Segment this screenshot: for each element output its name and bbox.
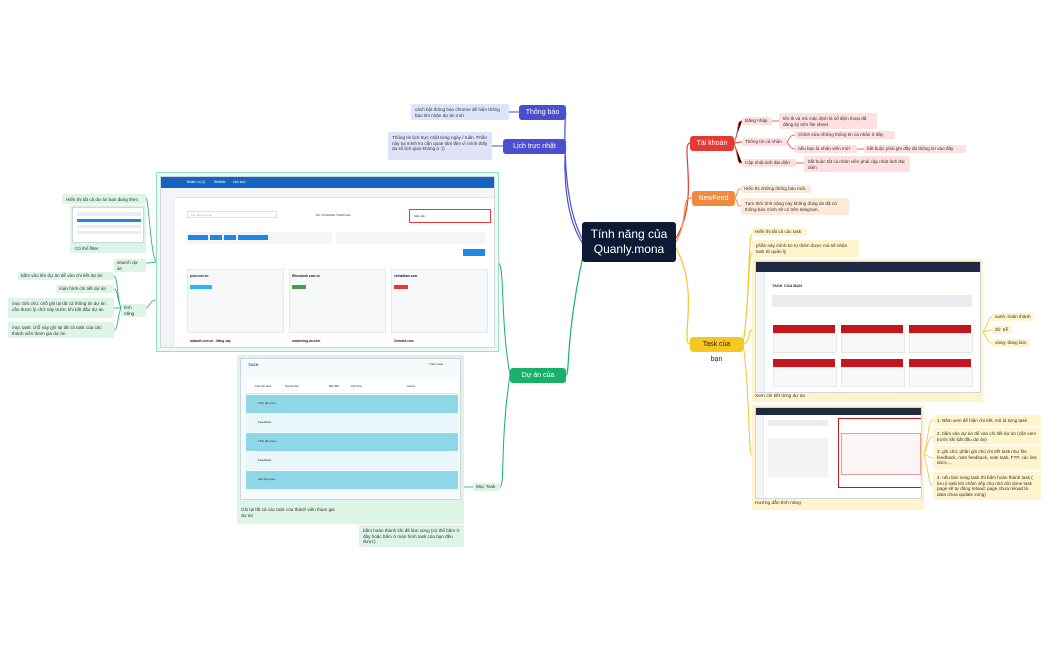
projects-filter-label[interactable]: Sắp xếp [414,214,426,218]
dang-nhap-note: tên tk và mk mặc định là số điện thoại đ… [779,113,877,129]
th-end: Kết thúc [351,384,363,388]
step-2: 2. bấm vào dự án để vào chi tiết dự án (… [933,428,1041,444]
task-table-caption: Ghi lại tất cả các task của thành viên t… [241,507,335,518]
project-card-5-title[interactable]: masterimg-da.com [292,339,321,343]
project-card-2-title[interactable]: Ribonbarb.com.vn [292,274,320,278]
task-row-1[interactable]: Tính dữ mơn... [258,401,278,405]
project-card-3-title[interactable]: vinhadtam.com [394,274,418,278]
thong-bao-note: cách bật thông báo chrome để hiện thông … [411,104,509,120]
thong-tin-note-1: Chỉnh sửa những thông tin cá nhân ở đây [795,131,895,139]
add-task-button[interactable]: Thêm task [429,362,444,366]
project-card-6-title[interactable]: Zmmeld.com [394,339,414,343]
thong-tin-note-2: nếu bạn là nhân viên mới [795,145,857,153]
central-topic[interactable]: Tính năng của Quanly.mona [582,222,676,262]
branch-newfeed[interactable]: NewFeed [692,191,735,206]
muc-task-label: Mục Task [473,483,500,491]
projects-nav-3[interactable]: Lịch trực [233,180,246,184]
status-red: đỏ: trễ [992,326,1012,334]
project-card-1-title[interactable]: pssl.com.vn [190,274,209,278]
task-list-title: TASK CỦA BẠN [772,283,802,288]
project-card-4-title[interactable]: adasoft.com.vn - Nâng cấp [190,339,231,343]
branch-du-an[interactable]: Dự án của bạn [510,368,566,394]
projects-nav-2[interactable]: Website [214,180,226,184]
task-table-screenshot: TASK Thêm task Tiêu đề task Người làm Bắ… [240,358,461,500]
feature-2: màn hình chi tiết dự án [56,285,114,293]
search-du-an-label: search dự án [114,259,146,273]
task-complete-note: bấm hoàn thành khi đã làm xong (có thể b… [359,525,464,547]
feature-3: mục Ghi chú: chỗ ghi lại tất cả thông ti… [8,298,114,318]
dang-nhap-label: Đăng nhập [742,117,772,125]
task-note-1: Hiển thị tất cả các task [752,228,807,236]
filter-caption: Có thể filter [75,246,99,251]
feature-4: mục task: chỗ này ghi lại tất cả task củ… [8,322,114,338]
task-list-caption: Xem chi tiết từng dự án [755,394,806,399]
th-start: Bắt đầu [329,384,340,388]
status-yellow: vàng: đang làm [992,339,1030,347]
task-row-4[interactable]: Feedback [258,458,272,462]
step-3: 3. ghi chú: phần ghi chú chi tiết task n… [933,446,1041,469]
th-title: Tiêu đề task [255,384,272,388]
projects-search-input[interactable]: Tìm kiếm dự án [187,211,277,218]
task-table-title: TASK [248,362,259,367]
branch-thong-bao[interactable]: Thông báo [519,105,566,120]
projects-nav-1[interactable]: Nhiệm vụ (1) [187,180,206,184]
task-row-3[interactable]: Tính dữ mơn... [258,439,278,443]
task-row-2[interactable]: Feedback [258,420,272,424]
tinh-nang-label: tính năng [121,304,146,318]
branch-task-cua-ban[interactable]: Task của bạn [690,337,743,363]
th-assignee: Người làm [285,384,300,388]
projects-section-title: DỰ ÁN ĐANG THAM GIA [316,213,351,217]
central-title: Tính năng của Quanly.mona [590,227,668,256]
th-action: Action [407,384,416,388]
newfeed-note-2: Tạm thời tính năng này không dùng do đã … [741,198,849,215]
task-note-2: phần này mình ko tự thêm được mà sẽ nhận… [752,240,859,257]
feature-1: bấm vào tên dự án để vào chi tiết dự án [18,272,114,280]
status-green: xanh: hoàn thành [992,313,1034,321]
cap-nhat-note: bắt buộc tất cả nhân viên phải cập nhật … [804,156,910,172]
thong-tin-label: Thông tin cá nhân [742,138,787,146]
step-1: 1. Bấm xem để hiện chi tiết, mô tả từng … [933,415,1041,426]
task-detail-screenshot [755,407,922,499]
step-4: 4. nếu làm xong task thì bấm hoàn thành … [933,472,1041,500]
projects-screenshot: Nhiệm vụ (1) Website Lịch trực Tìm kiếm … [160,176,495,348]
cap-nhat-label: Cập nhật ảnh đại diện [742,159,796,167]
newfeed-note-1: Hiển thị những thông báo mới. [741,185,811,193]
task-row-5[interactable]: xây dựng lại... [258,477,277,481]
branch-lich-truc[interactable]: Lịch trực nhật :)) [503,139,566,165]
filter-note: Hiển thị tất cả dự án bạn đang theo [62,194,146,204]
thong-tin-note-3: bắt buộc phải ghi đầy đủ thông tin vào đ… [864,145,966,153]
task-detail-caption: Hướng dẫn tính năng [755,501,801,506]
branch-tai-khoan[interactable]: Tài khoản [690,136,734,151]
filter-highlight [409,209,491,223]
filter-inset-screenshot [72,207,144,243]
lich-truc-note: Thông tin lịch trực nhật từng ngày / tuầ… [388,132,492,160]
task-list-screenshot: TASK CỦA BẠN [755,261,981,393]
